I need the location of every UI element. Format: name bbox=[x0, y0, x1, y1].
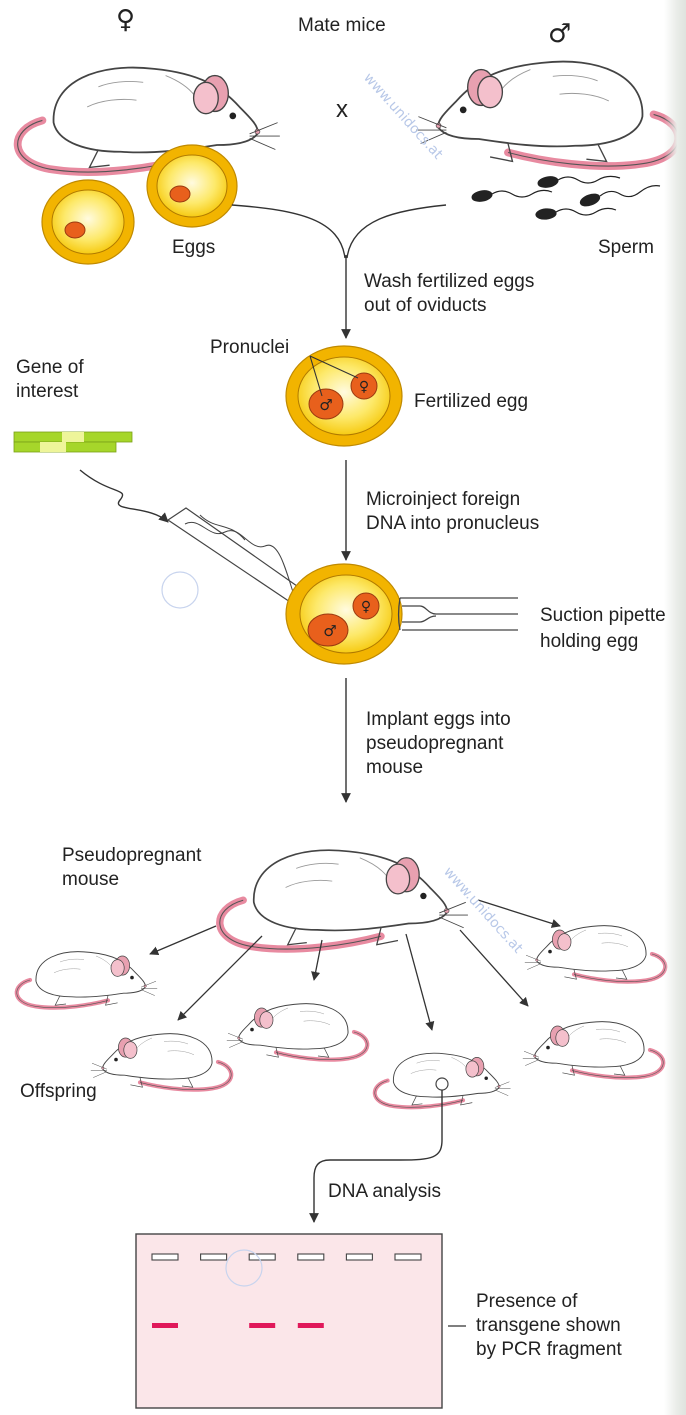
sperm-icon bbox=[471, 175, 660, 220]
step-implant-line2: pseudopregnant bbox=[366, 732, 503, 756]
merge-line-left bbox=[232, 205, 345, 258]
svg-text:♂: ♂ bbox=[319, 396, 332, 414]
presence-label-line3: by PCR fragment bbox=[476, 1338, 622, 1362]
offspring-mouse-1 bbox=[17, 952, 157, 1008]
gel-well-2 bbox=[201, 1254, 227, 1260]
merge-line-right bbox=[347, 205, 446, 258]
svg-text:♂: ♂ bbox=[323, 622, 336, 640]
pipette-label-line2: holding egg bbox=[540, 630, 638, 654]
step-implant-line3: mouse bbox=[366, 756, 423, 780]
female-mouse-icon bbox=[18, 68, 280, 172]
female-symbol: ♀ bbox=[116, 8, 135, 32]
svg-text:♀: ♀ bbox=[361, 599, 371, 615]
gene-label-line2: interest bbox=[16, 380, 78, 404]
gene-of-interest-icon bbox=[14, 432, 132, 452]
presence-label-line2: transgene shown bbox=[476, 1314, 621, 1338]
watermark-logo-icon bbox=[162, 572, 198, 608]
sperm-label: Sperm bbox=[598, 236, 654, 260]
step-wash-line1: Wash fertilized eggs bbox=[364, 270, 534, 294]
step-implant-line1: Implant eggs into bbox=[366, 708, 511, 732]
cross-symbol: x bbox=[336, 98, 348, 122]
pseudopregnant-label-line1: Pseudopregnant bbox=[62, 844, 201, 868]
suction-pipette-icon bbox=[399, 598, 519, 630]
dna-strand-arrow bbox=[80, 470, 168, 522]
offspring-label: Offspring bbox=[20, 1080, 97, 1104]
diagram-title: Mate mice bbox=[298, 14, 386, 38]
svg-text:♀: ♀ bbox=[359, 379, 369, 395]
step-inject-line1: Microinject foreign bbox=[366, 488, 520, 512]
fertilized-egg-label: Fertilized egg bbox=[414, 390, 528, 414]
pcr-band-lane-3 bbox=[249, 1323, 275, 1328]
page-edge-shadow bbox=[664, 0, 686, 1415]
offspring-mouse-2 bbox=[91, 1034, 231, 1090]
male-symbol: ♂ bbox=[548, 22, 571, 46]
step-wash-line2: out of oviducts bbox=[364, 294, 487, 318]
pseudopregnant-mouse-icon bbox=[220, 850, 468, 949]
eggs-label: Eggs bbox=[172, 236, 215, 260]
gel-well-1 bbox=[152, 1254, 178, 1260]
pcr-gel bbox=[136, 1234, 442, 1408]
gene-label-line1: Gene of bbox=[16, 356, 84, 380]
gel-well-3 bbox=[249, 1254, 275, 1260]
gel-well-4 bbox=[298, 1254, 324, 1260]
injected-egg-icon: ♂ ♀ bbox=[286, 564, 402, 664]
pcr-band-lane-4 bbox=[298, 1323, 324, 1328]
gel-well-6 bbox=[395, 1254, 421, 1260]
male-mouse-icon bbox=[416, 62, 678, 166]
presence-label-line1: Presence of bbox=[476, 1290, 577, 1314]
offspring-mouse-3 bbox=[227, 1004, 367, 1060]
gel-well-5 bbox=[346, 1254, 372, 1260]
offspring-mouse-6 bbox=[525, 926, 665, 982]
fertilized-egg-icon: ♂ ♀ bbox=[286, 346, 402, 446]
offspring-mouse-5 bbox=[523, 1022, 663, 1078]
step-inject-line2: DNA into pronucleus bbox=[366, 512, 539, 536]
pseudopregnant-label-line2: mouse bbox=[62, 868, 119, 892]
pipette-label-line1: Suction pipette bbox=[540, 604, 666, 628]
pcr-band-lane-1 bbox=[152, 1323, 178, 1328]
dna-analysis-label: DNA analysis bbox=[328, 1180, 441, 1204]
tail-sample-icon bbox=[436, 1078, 448, 1090]
pronuclei-label: Pronuclei bbox=[210, 336, 289, 360]
